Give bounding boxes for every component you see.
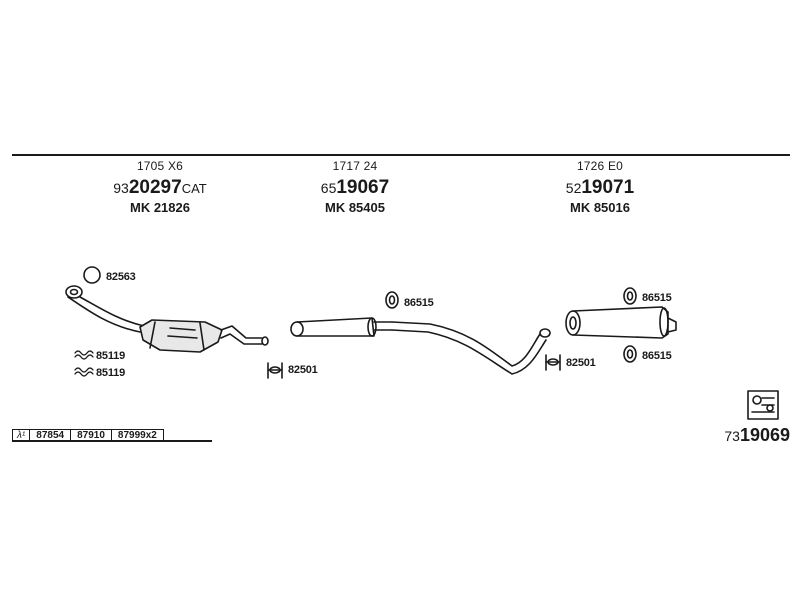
- spring-icon: [74, 367, 94, 377]
- mounting-kit: MK 85405: [325, 200, 385, 215]
- bottom-divider-line: [12, 440, 212, 442]
- front-flange-icon: [65, 285, 83, 299]
- header-rear-section: 1726 E0 5219071 MK 85016: [520, 160, 680, 214]
- sensor-table: λ¹ 87854 87910 87999x2: [12, 429, 164, 442]
- seal-ring-label: 82563: [106, 271, 136, 283]
- type-code: 1705 X6: [136, 159, 184, 173]
- mounting-kit: MK 21826: [130, 200, 190, 215]
- spring-label: 85119: [96, 350, 125, 362]
- catalytic-converter-icon: [139, 319, 223, 353]
- table-cell: 87854: [30, 430, 72, 442]
- seal-ring-icon: [83, 266, 101, 284]
- front-pipe-icon: [67, 296, 145, 333]
- rear-muffler-icon: [565, 306, 677, 339]
- mounting-kit: MK 85016: [570, 200, 630, 215]
- table-cell: 87910: [71, 430, 112, 442]
- part-number: 6519067: [320, 177, 390, 198]
- hanger-label: 86515: [642, 350, 672, 362]
- top-divider-line: [12, 154, 790, 156]
- clamp-icon: [545, 354, 561, 371]
- clamp-icon: [267, 362, 283, 379]
- middle-muffler-icon: [290, 317, 393, 337]
- part-number: 5219071: [565, 177, 635, 198]
- hanger-icon: [623, 345, 637, 363]
- hanger-label: 86515: [404, 297, 434, 309]
- middle-pipe-icon: [391, 321, 551, 375]
- header-front-section: 1705 X6 9320297CAT MK 21826: [80, 160, 240, 214]
- spring-label: 85119: [96, 367, 125, 379]
- clamp-label: 82501: [288, 364, 318, 376]
- front-tail-pipe-icon: [220, 325, 269, 346]
- clamp-label: 82501: [566, 357, 596, 369]
- type-code: 1717 24: [332, 159, 378, 173]
- spring-icon: [74, 350, 94, 360]
- lambda-symbol: λ¹: [13, 430, 31, 442]
- type-code: 1726 E0: [576, 159, 624, 173]
- hanger-icon: [385, 291, 399, 309]
- header-middle-section: 1717 24 6519067 MK 85405: [275, 160, 435, 214]
- hanger-icon: [623, 287, 637, 305]
- table-cell: 87999x2: [117, 430, 157, 441]
- assembly-kit-icon: [747, 390, 779, 420]
- part-number: 9320297CAT: [113, 177, 207, 198]
- hanger-label: 86515: [642, 292, 672, 304]
- assembly-number: 7319069: [724, 425, 790, 445]
